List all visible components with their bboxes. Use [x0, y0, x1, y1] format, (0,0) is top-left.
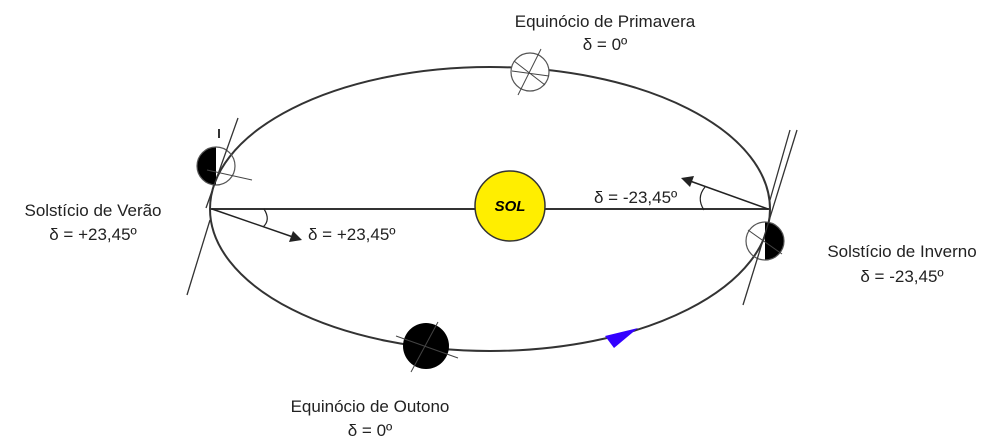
- summer-solstice-name: Solstício de Verão: [24, 201, 161, 220]
- summer-declination-arrow: [211, 208, 302, 242]
- winter-solstice-declination: δ = -23,45º: [860, 267, 943, 286]
- autumn-equinox-name: Equinócio de Outono: [291, 397, 450, 416]
- spring-equinox-declination: δ = 0º: [583, 35, 628, 54]
- winter-angle-label: δ = -23,45º: [594, 188, 677, 207]
- sun-label: SOL: [495, 198, 526, 215]
- winter-solstice-name: Solstício de Inverno: [827, 242, 976, 261]
- earth-spring-equinox: [510, 48, 550, 96]
- summer-solstice-declination: δ = +23,45º: [49, 225, 137, 244]
- autumn-equinox-declination: δ = 0º: [348, 421, 393, 440]
- earth-autumn-equinox: [395, 321, 459, 373]
- sun-disc: [474, 170, 546, 242]
- summer-axis-extension: [186, 219, 211, 296]
- sun: SOL: [474, 170, 546, 242]
- summer-angle-label: δ = +23,45º: [308, 225, 396, 244]
- winter-declination-arrow: [681, 176, 769, 211]
- winter-axis-extension: [769, 129, 791, 201]
- orbit-direction-arrow: [605, 328, 638, 348]
- earth-summer-solstice: [196, 117, 253, 209]
- earth-winter-solstice: [742, 129, 798, 306]
- spring-equinox-name: Equinócio de Primavera: [515, 12, 696, 31]
